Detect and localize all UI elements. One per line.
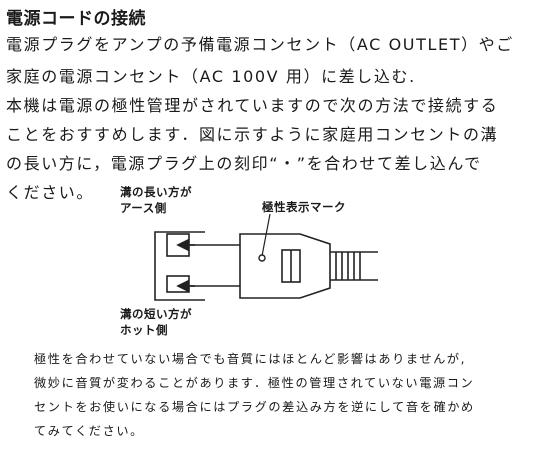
polarity-mark-label: 極性表示マーク [262,200,346,214]
outlet-outline [154,231,205,301]
body-line: ください。 [6,183,95,202]
short-slot-label-1: 溝の短い方が [120,307,192,321]
long-slot-label-1: 溝の長い方が [120,185,192,199]
body-line: 電源プラグをアンプの予備電源コンセント（AC OUTLET）やご [6,35,514,54]
leader-line-mark [261,213,271,257]
note-line: 極性を合わせていない場合でも音質にはほとんど影響はありませんが, [34,352,467,366]
note-line: セントをお使いになる場合にはプラグの差込み方を逆にして音を確かめ [34,400,475,414]
arrow-short-slot [176,279,189,293]
body-line: ことをおすすめします．図に示すように家庭用コンセントの溝 [6,125,499,144]
note-line: てみてください。 [34,424,144,438]
polarity-mark-dot [258,254,266,262]
short-slot-label-2: ホット側 [120,323,168,337]
note-line: 微妙に音質が変わることがあります．極性の管理されていない電源コン [34,376,475,390]
long-slot-label-2: アース側 [120,201,167,215]
arrow-long-slot [176,238,189,252]
body-line: の長い方に，電源プラグ上の刻印“・”を合わせて差し込んで [6,154,482,173]
body-line: 本機は電源の極性管理がされていますので次の方法で接続する [6,96,499,115]
body-line: 家庭の電源コンセント（AC 100V 用）に差し込む. [6,67,416,86]
section-heading: 電源コードの接続 [6,9,146,29]
